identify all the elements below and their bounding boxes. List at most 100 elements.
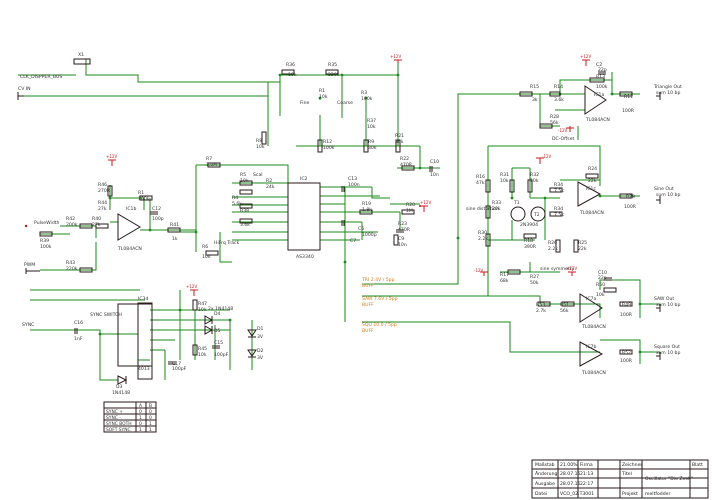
label-r13v: 100k <box>596 84 608 90</box>
label-r29v: 100R <box>624 204 637 210</box>
label-r16v: 47k <box>476 180 485 186</box>
label-c9v: 10n <box>398 242 407 248</box>
tt-r1b: 0 <box>149 415 152 421</box>
label-tri: TRI 2.4V / 5pp <box>361 277 395 283</box>
label-r38v: 3.6k <box>240 222 250 228</box>
tb-aend-date: 28.07.16 <box>560 471 581 477</box>
label-r33: R33 <box>492 200 501 206</box>
label-r5v: 10k <box>240 178 249 184</box>
label-r9v: 30k <box>368 145 377 151</box>
label-ic3: IC3d <box>138 296 148 302</box>
label-x1: X1 <box>78 52 84 58</box>
label-r7: R7 <box>206 156 212 162</box>
label-fine: Fine <box>300 100 309 106</box>
label-r26v: 2.2k <box>548 246 558 252</box>
label-r8v: 10k <box>256 144 265 150</box>
label-d1: D1 <box>257 326 264 332</box>
label-r36: R36 <box>286 62 295 68</box>
label-r40: R40 <box>92 216 101 222</box>
label-c13v: 100n <box>348 182 360 188</box>
label-r44: R44 <box>98 200 107 206</box>
label-ic1: IC1b <box>126 206 136 212</box>
label-hftrk: HiFrq Track <box>214 240 240 246</box>
label-rxv: 7.5k <box>554 212 564 218</box>
label-r42v: 200k <box>66 222 78 228</box>
label-p12-e: +12V <box>566 266 577 271</box>
tb-scale: 21.00% <box>560 462 578 468</box>
label-r50v: 10k <box>596 292 605 298</box>
label-r15: R15 <box>530 84 539 90</box>
label-sdist: sine distortion <box>466 206 499 212</box>
tt-hdr-b: B <box>149 403 152 409</box>
label-p12-c: +12V <box>106 154 117 159</box>
label-t2: T2 <box>533 212 540 218</box>
label-r36v: 10k <box>288 72 297 78</box>
tb-zeichner: Zeichner <box>622 462 642 468</box>
label-r20: R20 <box>406 202 415 208</box>
label-t2v: 2N3904 <box>520 222 538 228</box>
tb-ausg-date: 28.07.16 <box>560 481 581 487</box>
label-r32: R32 <box>530 172 539 178</box>
label-r13: R13 <box>596 74 605 80</box>
label-clk: CLK_DISPPER_BUS <box>20 74 62 80</box>
label-p12-a: +12V <box>390 54 401 59</box>
tb-blatt: Blatt <box>692 462 703 468</box>
label-ic7: IC7a <box>586 296 596 302</box>
label-sqr: SQU 10.0 / 5pp <box>362 322 397 328</box>
tb-ausgabe: Ausgabe <box>535 481 555 487</box>
label-r40v: 27k <box>92 222 101 228</box>
label-r2v: 24k <box>266 184 275 190</box>
label-sync: SYNC <box>22 322 34 328</box>
tt-r1a: 1 <box>139 415 142 421</box>
label-cvin: CV IN <box>18 86 31 92</box>
label-r32v: 10k <box>530 178 539 184</box>
label-r22v: 470R <box>400 162 413 168</box>
label-sqout: Square Out <box>654 344 680 350</box>
label-r52: R52 <box>622 350 631 356</box>
truth-table <box>103 401 157 433</box>
tb-aend-time: 21:13 <box>580 471 593 477</box>
label-r45: R45 <box>198 346 207 352</box>
label-r28v: 56k <box>550 120 559 126</box>
label-t1: T1 <box>513 200 520 206</box>
label-c16: C16 <box>74 320 83 326</box>
label-tl-7b: TL084ACN <box>581 370 606 376</box>
label-sineout2: sum 10 bp <box>656 192 680 198</box>
label-r42: R42 <box>66 216 75 222</box>
label-m12-c: -12V <box>474 268 484 273</box>
label-tl: TL084ACN <box>117 246 142 252</box>
label-r29: R29 <box>626 194 635 200</box>
label-r2: R2 <box>266 178 272 184</box>
label-r51: R51 <box>560 302 569 308</box>
label-r1: R1 <box>319 88 325 94</box>
label-r37v: 10k <box>367 124 376 130</box>
label-r4: R4 <box>232 195 238 201</box>
label-d4: D4 <box>214 311 221 317</box>
label-dcoff: DC-Offset <box>552 136 575 142</box>
label-ss: SYNC SWITCH <box>90 312 122 318</box>
label-r38: R38 <box>240 208 249 214</box>
tt-r3a: 1 <box>139 427 142 433</box>
label-d3: D3 <box>116 384 123 390</box>
label-r18v: 390R <box>524 244 537 250</box>
label-r4v: 5.6k <box>232 201 242 207</box>
label-r46: R46 <box>98 182 107 188</box>
label-r50: R50 <box>596 282 605 288</box>
label-c10: C10 <box>430 159 439 165</box>
power-labels: +12V +12V +12V +12V -12V -12V -12V +12V … <box>106 54 591 289</box>
label-r39v: 100k <box>40 244 52 250</box>
label-c12v: 100p <box>152 216 164 222</box>
waveform-nets: TRI 2.4V / 5pp BUFF SAW 7.6V / 5pp BUFF … <box>361 277 398 334</box>
label-triout2: sum 10 bp <box>656 90 680 96</box>
title-block-text: Maßstab 21.00% Firma Zeichner Blatt Ände… <box>535 462 703 497</box>
label-r33v: 20k <box>492 206 501 212</box>
label-r27v: 50k <box>530 280 539 286</box>
label-p12-d: +12V <box>580 54 591 59</box>
label-r8: R8 <box>256 138 262 144</box>
label-r41: R41 <box>170 222 179 228</box>
label-r47: R47 <box>198 301 207 307</box>
label-r15v: 3k <box>532 97 538 103</box>
label-ic1a: IC1a <box>594 92 604 98</box>
tt-r0a: 0 <box>139 409 142 415</box>
label-r23: R23 <box>398 221 407 227</box>
